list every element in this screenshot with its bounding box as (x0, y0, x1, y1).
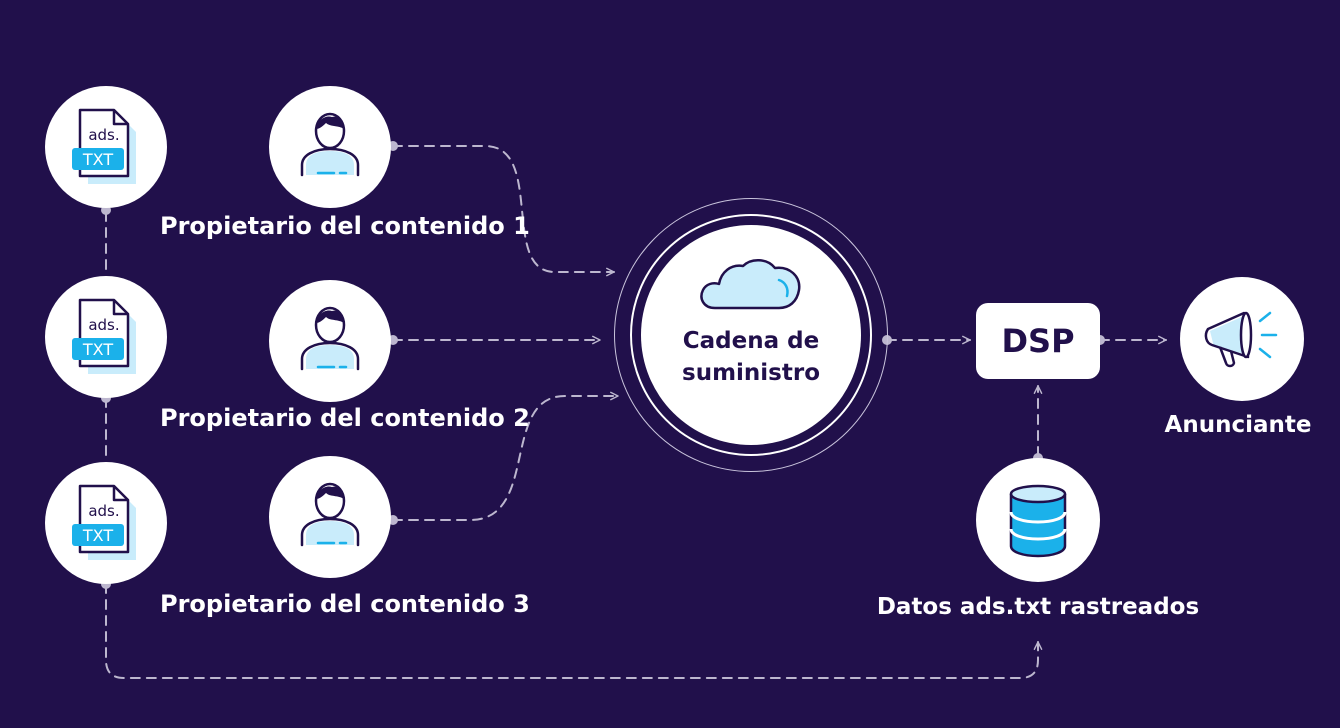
user-icon (300, 306, 360, 371)
ads-txt-file-icon: ads. TXT (72, 298, 136, 374)
hub-inner-ring (630, 214, 872, 456)
user-icon (300, 112, 360, 177)
file-top-text: ads. (88, 126, 119, 144)
file-top-text: ads. (88, 316, 119, 334)
owner-node-2 (269, 280, 391, 402)
file-badge-text: TXT (82, 150, 113, 169)
cloud-icon (700, 259, 801, 310)
file-top-text: ads. (88, 502, 119, 520)
owner3-to-hub (392, 391, 619, 521)
ads-txt-file-icon: ads. TXT (72, 484, 136, 560)
ads-txt-file-node-3: ads. TXT (45, 462, 167, 584)
advertiser-label: Anunciante (1164, 412, 1312, 438)
supply-chain-label: Cadena de suministro (641, 325, 861, 389)
database-label: Datos ads.txt rastreados (876, 594, 1200, 620)
megaphone-icon (1204, 311, 1278, 368)
owner-node-3 (269, 456, 391, 578)
database-icon (1009, 484, 1067, 558)
hub-outer-ring (614, 198, 888, 472)
advertiser-node (1180, 277, 1304, 401)
file3-to-database (105, 583, 1043, 679)
file-badge-text: TXT (82, 340, 113, 359)
ads-txt-file-node-1: ads. TXT (45, 86, 167, 208)
owner1-to-hub (392, 145, 615, 277)
user-icon (300, 482, 360, 547)
file-badge-text: TXT (82, 526, 113, 545)
supply-chain-label-line1: Cadena de (682, 328, 820, 354)
owner-label-2: Propietario del contenido 2 (160, 404, 530, 432)
owner-node-1 (269, 86, 391, 208)
owner-label-3: Propietario del contenido 3 (160, 590, 530, 618)
database-node (976, 458, 1100, 582)
dsp-label: DSP (1001, 322, 1075, 360)
ads-txt-file-icon: ads. TXT (72, 108, 136, 184)
ads-txt-file-node-2: ads. TXT (45, 276, 167, 398)
dsp-box: DSP (976, 303, 1100, 379)
owner-label-1: Propietario del contenido 1 (160, 212, 530, 240)
supply-chain-label-line2: suministro (682, 360, 820, 386)
